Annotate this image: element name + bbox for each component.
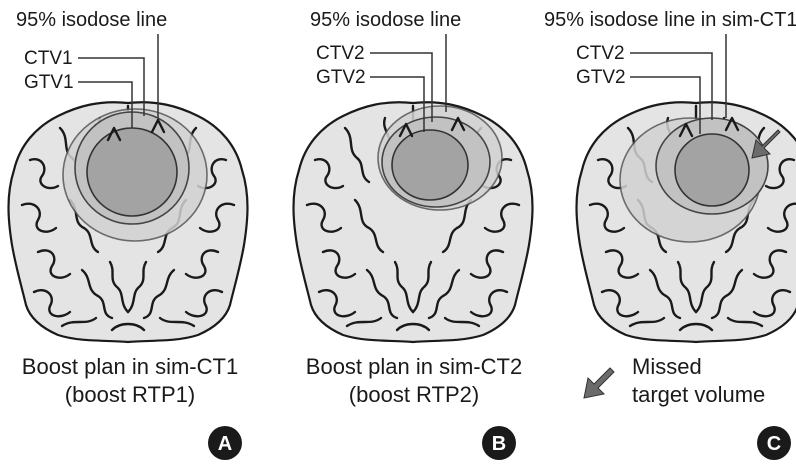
sulcus-overlay-c2 xyxy=(724,116,740,132)
isodose-label-a: 95% isodose line xyxy=(16,9,167,31)
isodose-label-c: 95% isodose line in sim-CT1 xyxy=(544,9,796,31)
caption-line1-b: Boost plan in sim-CT2 xyxy=(306,354,522,379)
badge-c xyxy=(757,426,791,460)
gtv-label-b: GTV2 xyxy=(316,67,366,88)
caption-line2-b: (boost RTP2) xyxy=(349,382,479,407)
gtv-c xyxy=(674,133,750,207)
legend-arrow-icon xyxy=(583,367,615,399)
sulcus-overlay-a2 xyxy=(150,118,166,134)
ctv-label-b: CTV2 xyxy=(316,43,365,64)
badge-label-a: A xyxy=(218,433,232,455)
badge-b xyxy=(482,426,516,460)
badge-label-b: B xyxy=(492,433,506,455)
gtv-pointer-a xyxy=(78,81,133,128)
panel-c: 95% isodose line in sim-CT1 CTV2 GTV2 Mi… xyxy=(544,9,796,460)
badge-label-c: C xyxy=(767,433,781,455)
sulcus-overlay-a xyxy=(106,126,122,142)
gtv-b xyxy=(391,129,469,201)
ctv-pointer-b xyxy=(370,52,433,122)
panel-a: 95% isodose line CTV1 GTV1 Boost plan in… xyxy=(7,9,249,460)
caption-line2-a: (boost RTP1) xyxy=(65,382,195,407)
sulcus-overlay-b xyxy=(398,122,414,138)
isodose-label-b: 95% isodose line xyxy=(310,9,461,31)
sulcus-overlay-c xyxy=(678,122,694,138)
caption-line1-a: Boost plan in sim-CT1 xyxy=(22,354,238,379)
gtv-pointer-b xyxy=(370,76,425,132)
missed-target-arrow-c xyxy=(751,129,781,159)
gtv-label-c: GTV2 xyxy=(576,67,626,88)
sulcus-overlay-b2 xyxy=(450,116,466,132)
panel-b: 95% isodose line CTV2 GTV2 Boost plan in… xyxy=(292,9,534,460)
gtv-label-a: GTV1 xyxy=(24,72,74,93)
legend-line1-c: Missed xyxy=(632,354,702,379)
badge-a xyxy=(208,426,242,460)
ctv-label-c: CTV2 xyxy=(576,43,625,64)
legend-line2-c: target volume xyxy=(632,382,765,407)
ctv-label-a: CTV1 xyxy=(24,48,73,69)
ctv-pointer-c xyxy=(630,52,713,120)
ctv-pointer-a xyxy=(78,57,145,116)
gtv-a xyxy=(86,127,178,217)
gtv-pointer-c xyxy=(630,76,701,134)
